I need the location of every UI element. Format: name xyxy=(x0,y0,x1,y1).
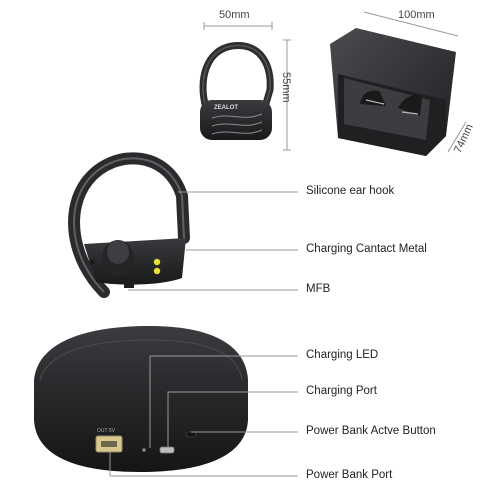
leader-led xyxy=(149,355,298,448)
dimension-earbud-width: 50mm xyxy=(219,9,250,21)
dimension-case-width: 100mm xyxy=(398,9,435,21)
callout-mfb: MFB xyxy=(306,283,331,295)
case-front-illustration: OUT 5V xyxy=(34,326,248,472)
dimension-earbud-height: 55mm xyxy=(280,72,292,103)
leader-lines xyxy=(109,191,298,477)
dimension-lines-earbud xyxy=(203,22,291,151)
earbud-logo-text: ZEALOT xyxy=(214,105,238,111)
dimension-lines-case xyxy=(363,11,467,153)
leader-port xyxy=(167,391,298,448)
case-port-label-text: OUT 5V xyxy=(97,428,116,434)
callout-charging-led: Charging LED xyxy=(306,349,379,361)
callout-charging-port: Charging Port xyxy=(306,385,377,397)
small-earbud-illustration: ZEALOT xyxy=(199,42,274,140)
callout-power-bank-button: Power Bank Actve Button xyxy=(306,425,436,437)
open-case-illustration xyxy=(330,28,456,156)
callout-ear-hook: Silicone ear hook xyxy=(306,185,395,197)
leader-pb-port xyxy=(109,452,298,477)
callout-contact-metal: Charging Cantact Metal xyxy=(306,243,427,255)
callout-power-bank-port: Power Bank Port xyxy=(306,469,393,481)
large-earbud-illustration xyxy=(68,152,190,298)
